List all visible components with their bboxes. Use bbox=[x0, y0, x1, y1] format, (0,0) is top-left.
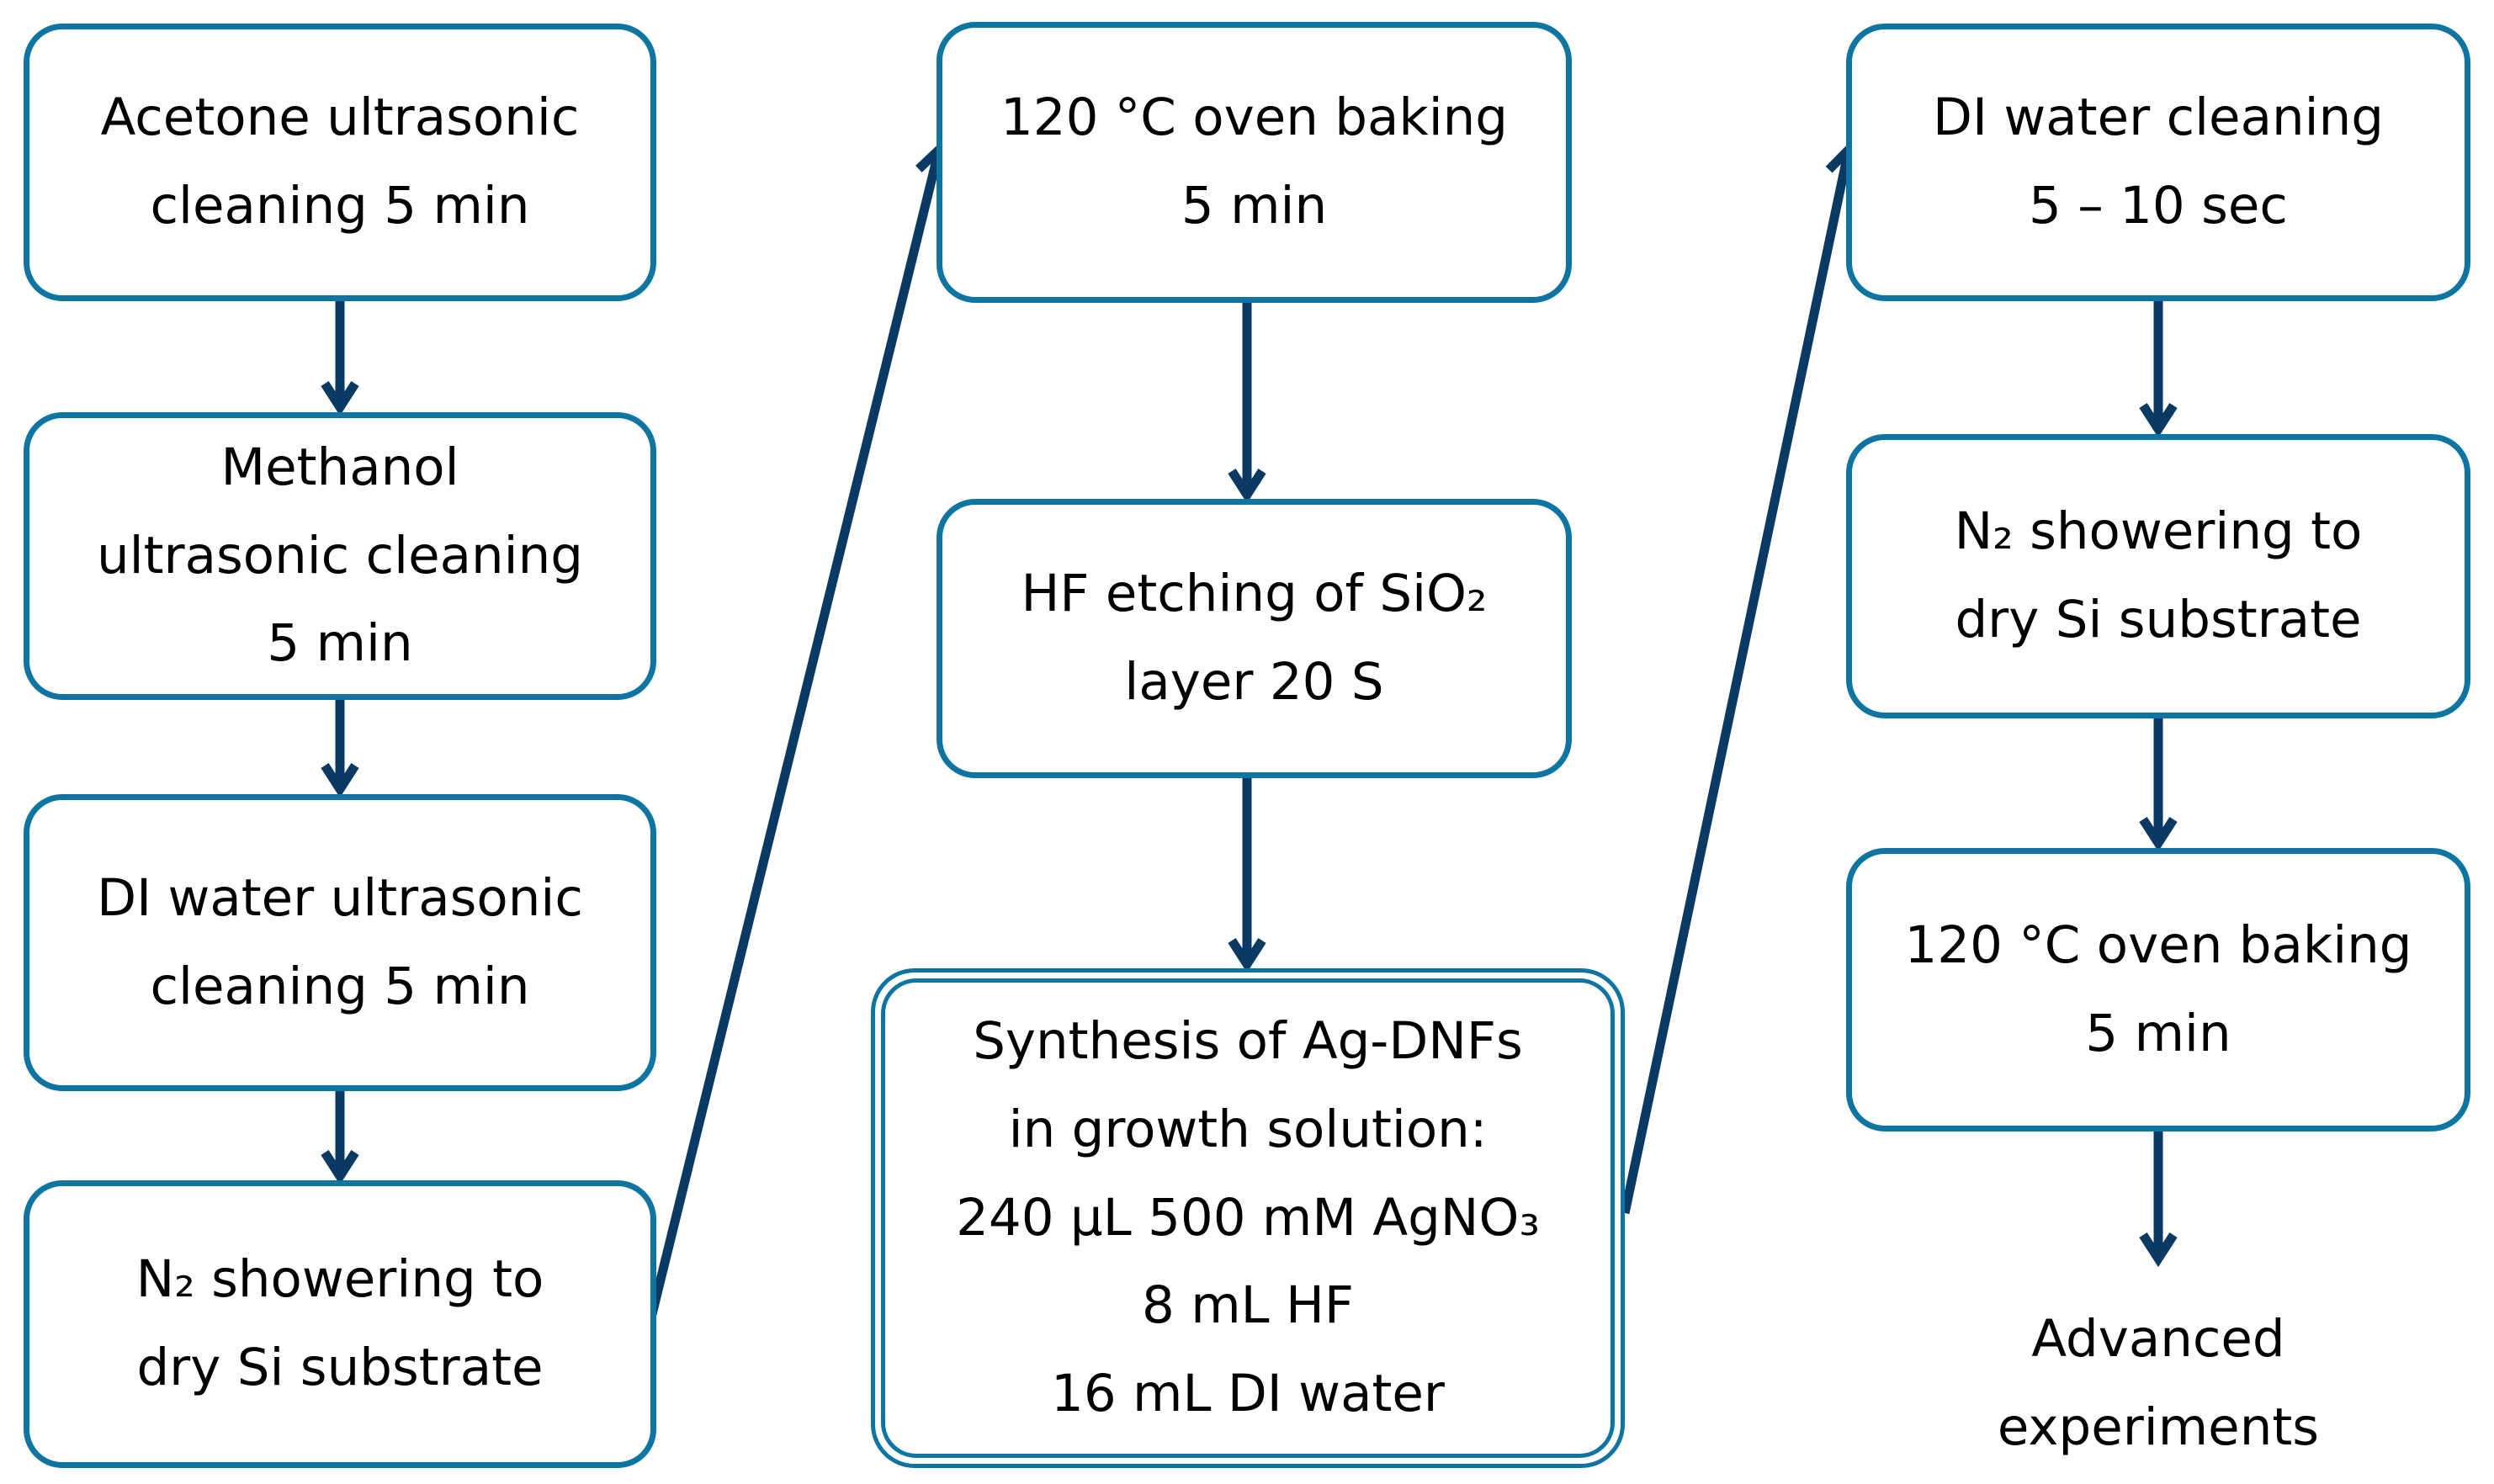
node-text-line: in growth solution: bbox=[1008, 1099, 1488, 1159]
node-text-line: DI water cleaning bbox=[1933, 87, 2384, 148]
node-text-line: HF etching of SiO₂ bbox=[1021, 564, 1488, 624]
node-di-water-ultrasonic-cleaning: DI water ultrasonic cleaning 5 min bbox=[24, 794, 656, 1091]
node-acetone-ultrasonic-cleaning: Acetone ultrasonic cleaning 5 min bbox=[24, 24, 656, 301]
arrow-n2left-to-ovenmid bbox=[646, 150, 939, 1319]
node-n2-showering-left: N₂ showering to dry Si substrate bbox=[24, 1180, 656, 1468]
node-text-line: experiments bbox=[1997, 1397, 2320, 1457]
node-text-line: 120 °C oven baking bbox=[1904, 914, 2412, 975]
node-text-line: cleaning 5 min bbox=[150, 956, 530, 1016]
node-hf-etching: HF etching of SiO₂ layer 20 S bbox=[937, 499, 1572, 778]
node-text-line: 5 min bbox=[2085, 1003, 2231, 1063]
node-text-line: 5 min bbox=[1181, 176, 1328, 236]
node-oven-baking-right: 120 °C oven baking 5 min bbox=[1846, 848, 2470, 1132]
node-text-line: 5 min bbox=[267, 613, 413, 674]
node-text-line: N₂ showering to bbox=[1954, 501, 2363, 562]
node-text-line: 8 mL HF bbox=[1142, 1275, 1354, 1336]
node-advanced-experiments: Advanced experiments bbox=[1864, 1296, 2453, 1481]
node-text-line: DI water ultrasonic bbox=[97, 867, 583, 928]
node-text-line: dry Si substrate bbox=[136, 1338, 544, 1397]
node-text-line: layer 20 S bbox=[1124, 652, 1384, 712]
node-text-line: ultrasonic cleaning bbox=[96, 525, 583, 586]
node-di-water-cleaning: DI water cleaning 5 – 10 sec bbox=[1846, 24, 2470, 301]
node-text-line: Methanol bbox=[220, 437, 459, 497]
node-n2-showering-right: N₂ showering to dry Si substrate bbox=[1846, 434, 2470, 718]
node-text-line: Advanced bbox=[2031, 1309, 2285, 1369]
node-text-line: dry Si substrate bbox=[1955, 590, 2362, 649]
node-text-line: 16 mL DI water bbox=[1051, 1364, 1445, 1424]
node-text-line: 5 – 10 sec bbox=[2029, 176, 2288, 236]
node-methanol-ultrasonic-cleaning: Methanol ultrasonic cleaning 5 min bbox=[24, 412, 656, 700]
arrow-synthesis-to-dicleaning bbox=[1620, 150, 1849, 1215]
node-text-line: N₂ showering to bbox=[135, 1249, 544, 1310]
node-text-line: Synthesis of Ag-DNFs bbox=[973, 1010, 1523, 1071]
node-text-line: Acetone ultrasonic bbox=[100, 87, 580, 148]
node-synthesis-ag-dnfs: Synthesis of Ag-DNFs in growth solution:… bbox=[871, 968, 1625, 1468]
node-text-line: 240 μL 500 mM AgNO₃ bbox=[956, 1187, 1540, 1248]
node-oven-baking-middle: 120 °C oven baking 5 min bbox=[937, 22, 1572, 303]
node-text-line: cleaning 5 min bbox=[150, 176, 530, 236]
node-text-line: 120 °C oven baking bbox=[1000, 87, 1509, 148]
